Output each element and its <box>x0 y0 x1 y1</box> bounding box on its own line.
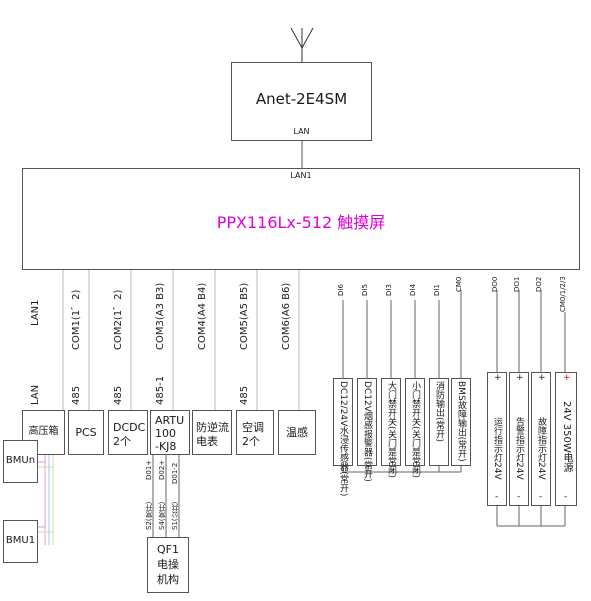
do-pin-do2: DO2 <box>535 276 543 292</box>
device-artu-box: ARTU 100 -KJ8 <box>150 410 190 455</box>
do-item-1-plus: + <box>494 373 502 383</box>
do-item-2-box: + 告警指示灯24V - <box>509 372 529 506</box>
proto-label-lan1: LAN <box>30 384 41 405</box>
di-item-5-label: 消防输出(常开) <box>434 381 444 443</box>
do-wires <box>496 290 566 527</box>
di-pin-cm0: CM0 <box>455 276 463 292</box>
device-artu-line3: -KJ8 <box>155 440 177 453</box>
di-item-2-label: DC12V烟感报警器(常开) <box>362 381 372 482</box>
di-item-1-label: DC12/24V水浸传感器(常开) <box>338 381 348 497</box>
device-temp-label: 温感 <box>286 426 308 439</box>
do-pin-do1: DO1 <box>513 276 521 292</box>
do-item-2-minus: - <box>517 492 521 502</box>
port-label-com2: COM2(1、2) <box>113 289 124 350</box>
port-label-com3: COM3(A3 B3) <box>155 282 166 350</box>
device-artu-line2: 100 <box>155 427 176 440</box>
di-item-5-box: 消防输出(常开) <box>429 378 449 466</box>
device-dcdc-box: DCDC 2个 <box>108 410 148 455</box>
qf1-line1: QF1 <box>157 543 179 556</box>
device-dcdc-line1: DCDC <box>113 421 146 434</box>
di-wires <box>342 290 462 473</box>
port-label-lan1: LAN1 <box>30 299 41 326</box>
bmu-1-box: BMU1 <box>3 520 38 563</box>
bmu-n-box: BMUn <box>3 440 38 483</box>
artu-s-pin-1: S2(常开) <box>145 501 153 530</box>
port-dividers <box>62 270 300 410</box>
do-item-2-plus: + <box>516 373 524 383</box>
artu-do-pin-1: D01+ <box>145 459 153 480</box>
do-item-3-minus: - <box>539 492 543 502</box>
di-pin-di6: DI6 <box>337 284 345 296</box>
device-hv-label: 高压箱 <box>28 426 59 437</box>
qf1-line2: 电操 <box>157 558 179 571</box>
device-hv-box: 高压箱 <box>22 410 65 455</box>
router-box: Anet-2E4SM LAN <box>231 62 372 141</box>
di-pin-di1: DI1 <box>433 284 441 296</box>
do-item-3-box: + 故障指示灯24V - <box>531 372 551 506</box>
do-item-3-label: 故障指示灯24V <box>536 417 546 480</box>
hmi-port-label: LAN1 <box>290 171 312 180</box>
di-item-1-box: DC12/24V水浸传感器(常开) <box>333 378 353 496</box>
qf1-box: QF1 电操 机构 <box>147 537 189 593</box>
qf1-line3: 机构 <box>157 573 179 586</box>
device-meter-line1: 防逆流 <box>196 421 229 434</box>
port-label-com4: COM4(A4 B4) <box>197 282 208 350</box>
proto-label-com3: 485-1 <box>155 375 166 405</box>
di-item-2-box: DC12V烟感报警器(常开) <box>357 378 377 482</box>
di-item-6-box: BMS故障输出(常开) <box>451 378 471 466</box>
artu-do-pin-2: D02+ <box>158 459 166 480</box>
di-item-3-box: 大门禁开关(关门是常闭) <box>381 378 401 478</box>
device-ac-line1: 空调 <box>242 421 264 434</box>
di-pin-di4: DI4 <box>409 284 417 296</box>
device-artu-line1: ARTU <box>155 414 185 427</box>
artu-s-pin-3: S1(公共) <box>171 501 179 530</box>
device-temp-box: 温感 <box>278 410 316 455</box>
do-item-1-box: + 运行指示灯24V - <box>487 372 507 506</box>
device-pcs-box: PCS <box>68 410 104 455</box>
hmi-name: PPX116Lx-512 触摸屏 <box>216 213 386 232</box>
do-item-4-minus: - <box>564 492 568 502</box>
di-pin-di5: DI5 <box>361 284 369 296</box>
bmu-1-label: BMU1 <box>5 535 36 546</box>
port-label-com5: COM5(A5 B5) <box>239 282 250 350</box>
di-item-4-label: 小门禁开关(关门是常闭) <box>410 381 420 479</box>
do-item-4-plus: + <box>563 373 571 383</box>
do-pin-do0: DO0 <box>491 276 499 292</box>
di-pin-di3: DI3 <box>385 284 393 296</box>
antenna-icon <box>290 27 314 62</box>
do-item-1-minus: - <box>495 492 499 502</box>
do-pin-cm: CM0/1/2/3 <box>559 276 567 312</box>
artu-qf1-wires <box>152 455 180 537</box>
device-ac-line2: 2个 <box>242 435 260 448</box>
di-item-3-label: 大门禁开关(关门是常闭) <box>386 381 396 479</box>
device-dcdc-line2: 2个 <box>113 435 131 448</box>
proto-label-com1: 485 <box>71 385 82 405</box>
di-item-4-box: 小门禁开关(关门是常闭) <box>405 378 425 478</box>
do-item-4-label: 24V 350W电源 <box>561 401 572 473</box>
bmu-n-label: BMUn <box>5 455 36 466</box>
port-label-com1: COM1(1、2) <box>71 289 82 350</box>
device-meter-box: 防逆流 电表 <box>192 410 232 455</box>
do-item-2-label: 告警指示灯24V <box>514 417 524 480</box>
proto-label-com2: 485 <box>113 385 124 405</box>
device-ac-box: 空调 2个 <box>236 410 274 455</box>
hmi-box: LAN1 PPX116Lx-512 触摸屏 <box>22 168 580 270</box>
do-item-3-plus: + <box>538 373 546 383</box>
device-pcs-label: PCS <box>75 426 97 439</box>
port-label-com6: COM6(A6 B6) <box>281 282 292 350</box>
device-meter-line2: 电表 <box>196 435 218 448</box>
router-port-label: LAN <box>293 127 310 136</box>
artu-do-pin-3: D01-2 <box>171 462 179 484</box>
artu-s-pin-2: S4(常开) <box>158 501 166 530</box>
do-item-4-box: + 24V 350W电源 - <box>555 372 577 506</box>
do-item-1-label: 运行指示灯24V <box>492 417 502 480</box>
router-name: Anet-2E4SM <box>255 90 348 108</box>
proto-label-com5: 485 <box>239 385 250 405</box>
di-item-6-label: BMS故障输出(常开) <box>456 381 466 462</box>
